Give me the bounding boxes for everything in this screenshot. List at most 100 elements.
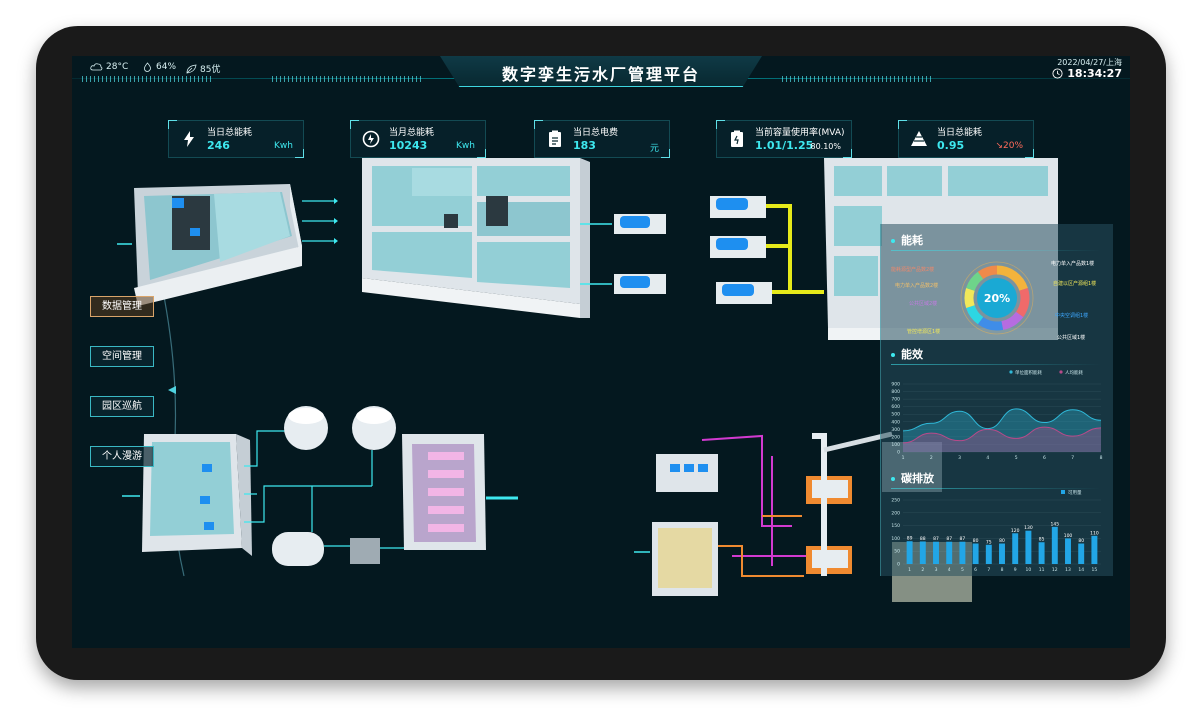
donut-label-right-3: 中央空调组1楼 <box>1055 313 1089 319</box>
bar-value-label: 80 <box>1078 538 1084 544</box>
nav-data-management[interactable]: 数据管理 <box>90 296 154 317</box>
y-tick-label: 900 <box>891 382 900 388</box>
bar <box>1025 530 1032 564</box>
nav-personal-roam[interactable]: 个人漫游 <box>90 446 154 467</box>
bar <box>906 541 913 564</box>
bar <box>999 543 1005 564</box>
bar <box>1038 542 1045 564</box>
donut-label-right-4: 公共区域1楼 <box>1057 335 1086 341</box>
header-ticks-left <box>82 76 212 82</box>
storage-tanks[interactable] <box>272 406 407 566</box>
donut-slice <box>977 265 998 280</box>
tank-building-2[interactable] <box>362 158 612 318</box>
bar-value-label: 87 <box>946 536 952 542</box>
x-tick-label: 7 <box>987 567 990 573</box>
nav-space-management[interactable]: 空间管理 <box>90 346 154 367</box>
weather-air-quality: 85优 <box>186 62 220 75</box>
bar-value-label: 87 <box>960 536 966 542</box>
donut-slice <box>1001 311 1024 330</box>
humidity-text: 64% <box>156 62 177 72</box>
page-title: 数字孪生污水厂管理平台 <box>501 65 700 84</box>
bar <box>972 543 979 564</box>
section-divider <box>891 488 1101 489</box>
donut-label-right-2: 自建以区产源组1楼 <box>1053 281 1097 287</box>
stat-label: 当日总能耗 <box>937 128 983 138</box>
bar-value-label: 89 <box>907 536 913 542</box>
y-tick-label: 100 <box>891 442 900 448</box>
nav-park-cruise[interactable]: 园区巡航 <box>90 396 154 417</box>
stat-unit: Kwh <box>274 141 293 151</box>
date-location: 2022/04/27/上海 <box>1057 58 1122 67</box>
stat-value: 246 <box>207 139 230 152</box>
donut-slice <box>977 316 1004 331</box>
bar-value-label: 110 <box>1090 530 1099 536</box>
donut-slice <box>964 287 975 309</box>
stat-unit: 元 <box>649 144 659 154</box>
stat-unit: Kwh <box>456 141 475 151</box>
stat-value: 183 <box>573 139 596 152</box>
stat-card-daily-energy: 当日总能耗 246 Kwh <box>168 120 304 158</box>
humidity-icon <box>144 62 151 72</box>
filter-building[interactable] <box>402 434 518 550</box>
bar <box>985 544 992 564</box>
series-area <box>903 427 1101 452</box>
x-tick-label: 3 <box>935 567 938 573</box>
weather-humidity: 64% <box>142 62 176 72</box>
x-tick-label: 1 <box>902 455 905 460</box>
cloud-sun-icon <box>90 63 103 71</box>
clock-icon <box>1052 68 1063 79</box>
energy-cycle-icon <box>362 130 380 148</box>
donut-label-right-1: 电力单入产品数1楼 <box>1051 261 1095 267</box>
time-text: 18:34:27 <box>1067 67 1122 80</box>
temperature-text: 28°C <box>106 62 129 72</box>
x-tick-label: 2 <box>921 567 924 573</box>
bill-icon <box>549 130 561 147</box>
stat-label: 当日总能耗 <box>207 128 253 138</box>
analytics-panel: 能耗 20% 能耗源型产品数2楼 电力单入产品数2楼 公共区域2楼 管控增源区1… <box>880 224 1113 576</box>
x-tick-label: 6 <box>1043 455 1046 460</box>
stat-card-capacity: 当前容量使用率(MVA) 1.01/1.25 80.10% <box>716 120 852 158</box>
pump-group-2[interactable] <box>710 196 824 304</box>
stat-card-monthly-energy: 当月总能耗 10243 Kwh <box>350 120 486 158</box>
header-ticks-right <box>782 76 932 82</box>
stat-label: 当日总电费 <box>573 128 619 138</box>
bar-value-label: 87 <box>933 536 939 542</box>
bar <box>1078 543 1085 564</box>
donut-slice <box>966 271 984 292</box>
donut-slice <box>1015 287 1030 318</box>
y-tick-label: 150 <box>891 523 900 529</box>
x-tick-label: 7 <box>1071 455 1074 460</box>
y-tick-label: 0 <box>897 562 900 568</box>
bar <box>1091 535 1098 564</box>
title-banner: 数字孪生污水厂管理平台 <box>440 56 762 87</box>
bar-value-label: 130 <box>1024 525 1033 531</box>
donut-center <box>977 278 1017 318</box>
arc-pointer-icon <box>168 386 176 394</box>
stat-label: 当月总能耗 <box>389 128 435 138</box>
bar-value-label: 100 <box>1064 533 1073 539</box>
y-tick-label: 200 <box>891 434 900 440</box>
legend-label: 人均能耗 <box>1065 369 1083 376</box>
y-tick-label: 700 <box>891 397 900 403</box>
section-divider <box>891 364 1101 365</box>
x-tick-label: 3 <box>958 455 961 460</box>
energy-section-title: 能耗 <box>891 232 923 248</box>
weather-temperature: 28°C <box>90 62 128 72</box>
y-tick-label: 100 <box>891 536 900 542</box>
tank-building-1[interactable] <box>117 184 338 306</box>
x-tick-label: 4 <box>948 567 951 573</box>
x-tick-label: 9 <box>1014 567 1017 573</box>
y-tick-label: 500 <box>891 412 900 418</box>
donut-slice <box>996 265 1028 292</box>
y-tick-label: 50 <box>894 549 900 555</box>
stat-value: 1.01/1.25 <box>755 139 814 152</box>
donut-label-left-1: 能耗源型产品数2楼 <box>891 267 935 273</box>
x-tick-label: 8 <box>1001 567 1004 573</box>
x-tick-label: 11 <box>1039 567 1045 573</box>
pump-group-1[interactable] <box>614 214 666 294</box>
air-quality-text: 85优 <box>200 65 221 75</box>
y-tick-label: 400 <box>891 419 900 425</box>
bar-value-label: 80 <box>973 538 979 544</box>
sludge-equipment[interactable] <box>634 431 893 596</box>
tank-building-4[interactable] <box>122 430 372 556</box>
